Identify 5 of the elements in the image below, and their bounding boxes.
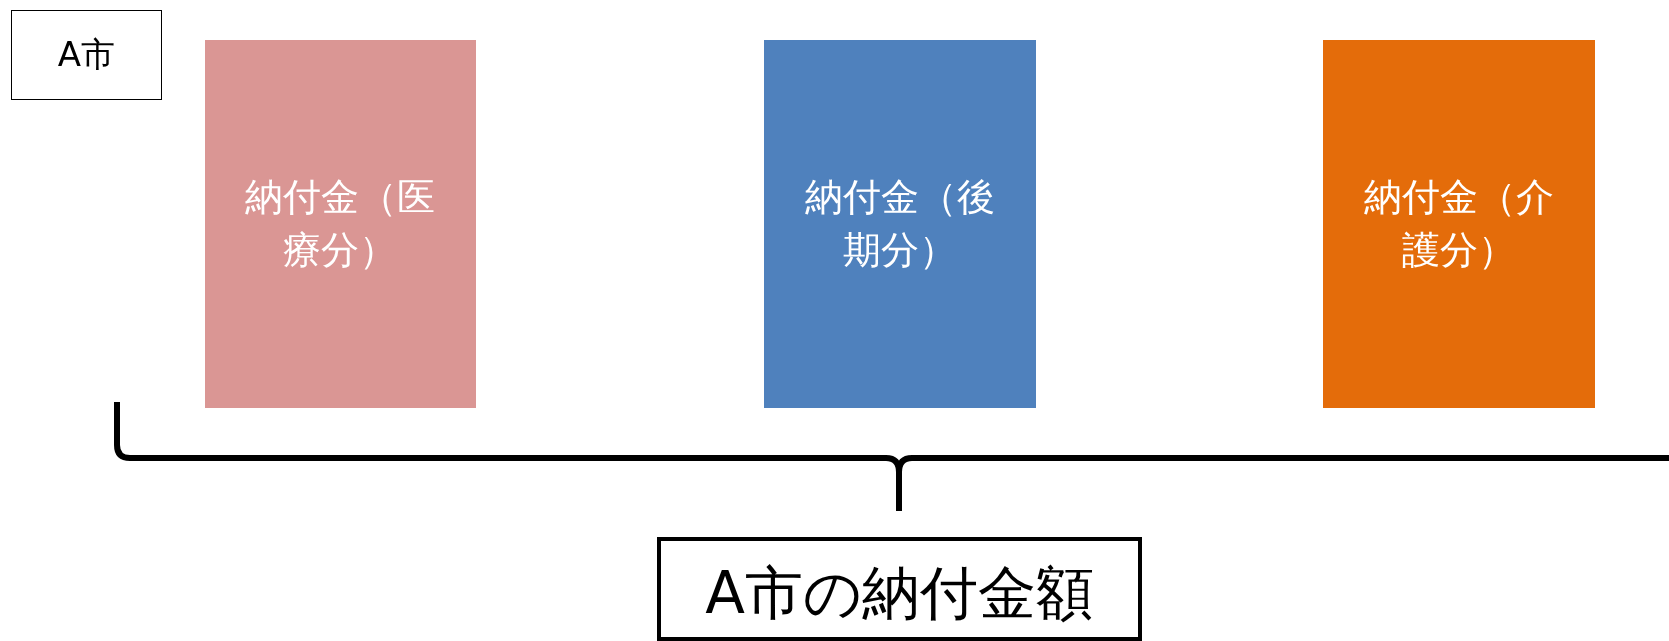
label-box: A市 xyxy=(11,10,162,100)
category-box: 納付金（介護分） xyxy=(1323,40,1595,408)
total-box: A市の納付金額 xyxy=(657,537,1142,641)
category-box: 納付金（後期分） xyxy=(764,40,1036,408)
category-box: 納付金（医療分） xyxy=(205,40,476,408)
